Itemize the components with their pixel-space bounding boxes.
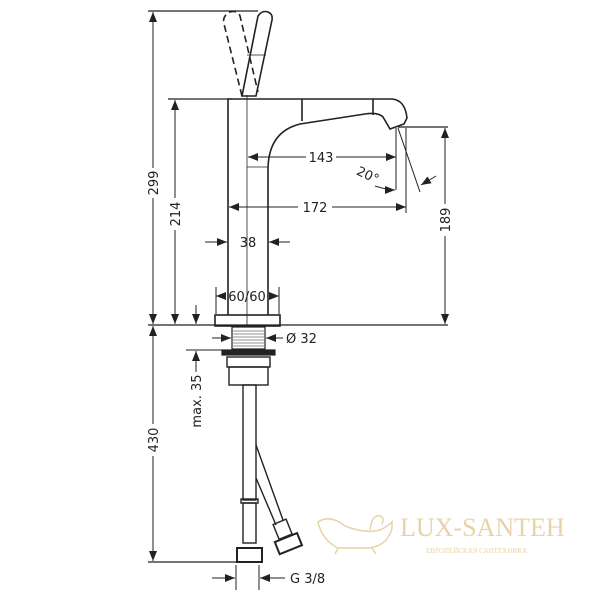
dim-214-label: 214 — [169, 202, 184, 227]
dim-299-label: 299 — [147, 171, 162, 196]
watermark-tagline: ЕВРОПЕЙСКАЯ САНТЕХНИКА — [426, 547, 527, 555]
faucet-body — [227, 98, 408, 315]
dim-max35-label: max. 35 — [190, 374, 205, 427]
dim-diameter-label: Ø 32 — [286, 332, 317, 347]
watermark-brand: LUX-SANTEH — [400, 513, 565, 542]
dim-430-label: 430 — [147, 428, 162, 453]
dim-connection-label: G 3/8 — [290, 572, 325, 587]
dim-38-label: 38 — [240, 236, 257, 251]
lever-handle — [222, 10, 273, 97]
dim-base-label: 60/60 — [228, 290, 265, 305]
dim-143-label: 143 — [309, 151, 334, 166]
supply-hoses — [236, 384, 304, 563]
dim-189-label: 189 — [439, 208, 454, 233]
watermark-logo: LUX-SANTEH ЕВРОПЕЙСКАЯ САНТЕХНИКА — [317, 513, 565, 555]
bathtub-icon — [317, 515, 393, 555]
dim-angle-label: 20° — [354, 164, 381, 187]
threaded-stem — [221, 326, 276, 386]
dim-172-label: 172 — [303, 201, 328, 216]
base-flange — [214, 314, 281, 327]
